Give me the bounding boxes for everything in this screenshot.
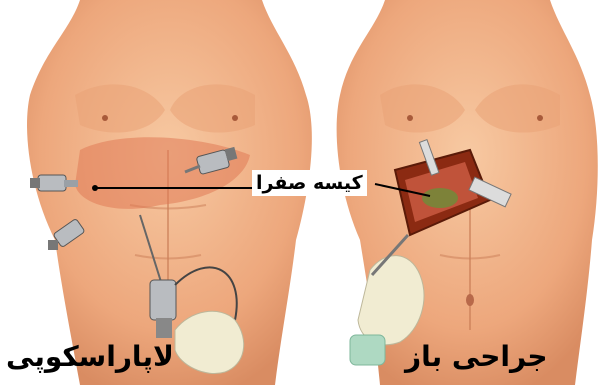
gallbladder-label: کیسه صفرا [252,170,367,196]
laparoscopy-caption: لاپاراسکوپی [6,340,174,373]
open-surgery-caption: جراحی باز [405,340,548,373]
glove-left [175,311,244,373]
